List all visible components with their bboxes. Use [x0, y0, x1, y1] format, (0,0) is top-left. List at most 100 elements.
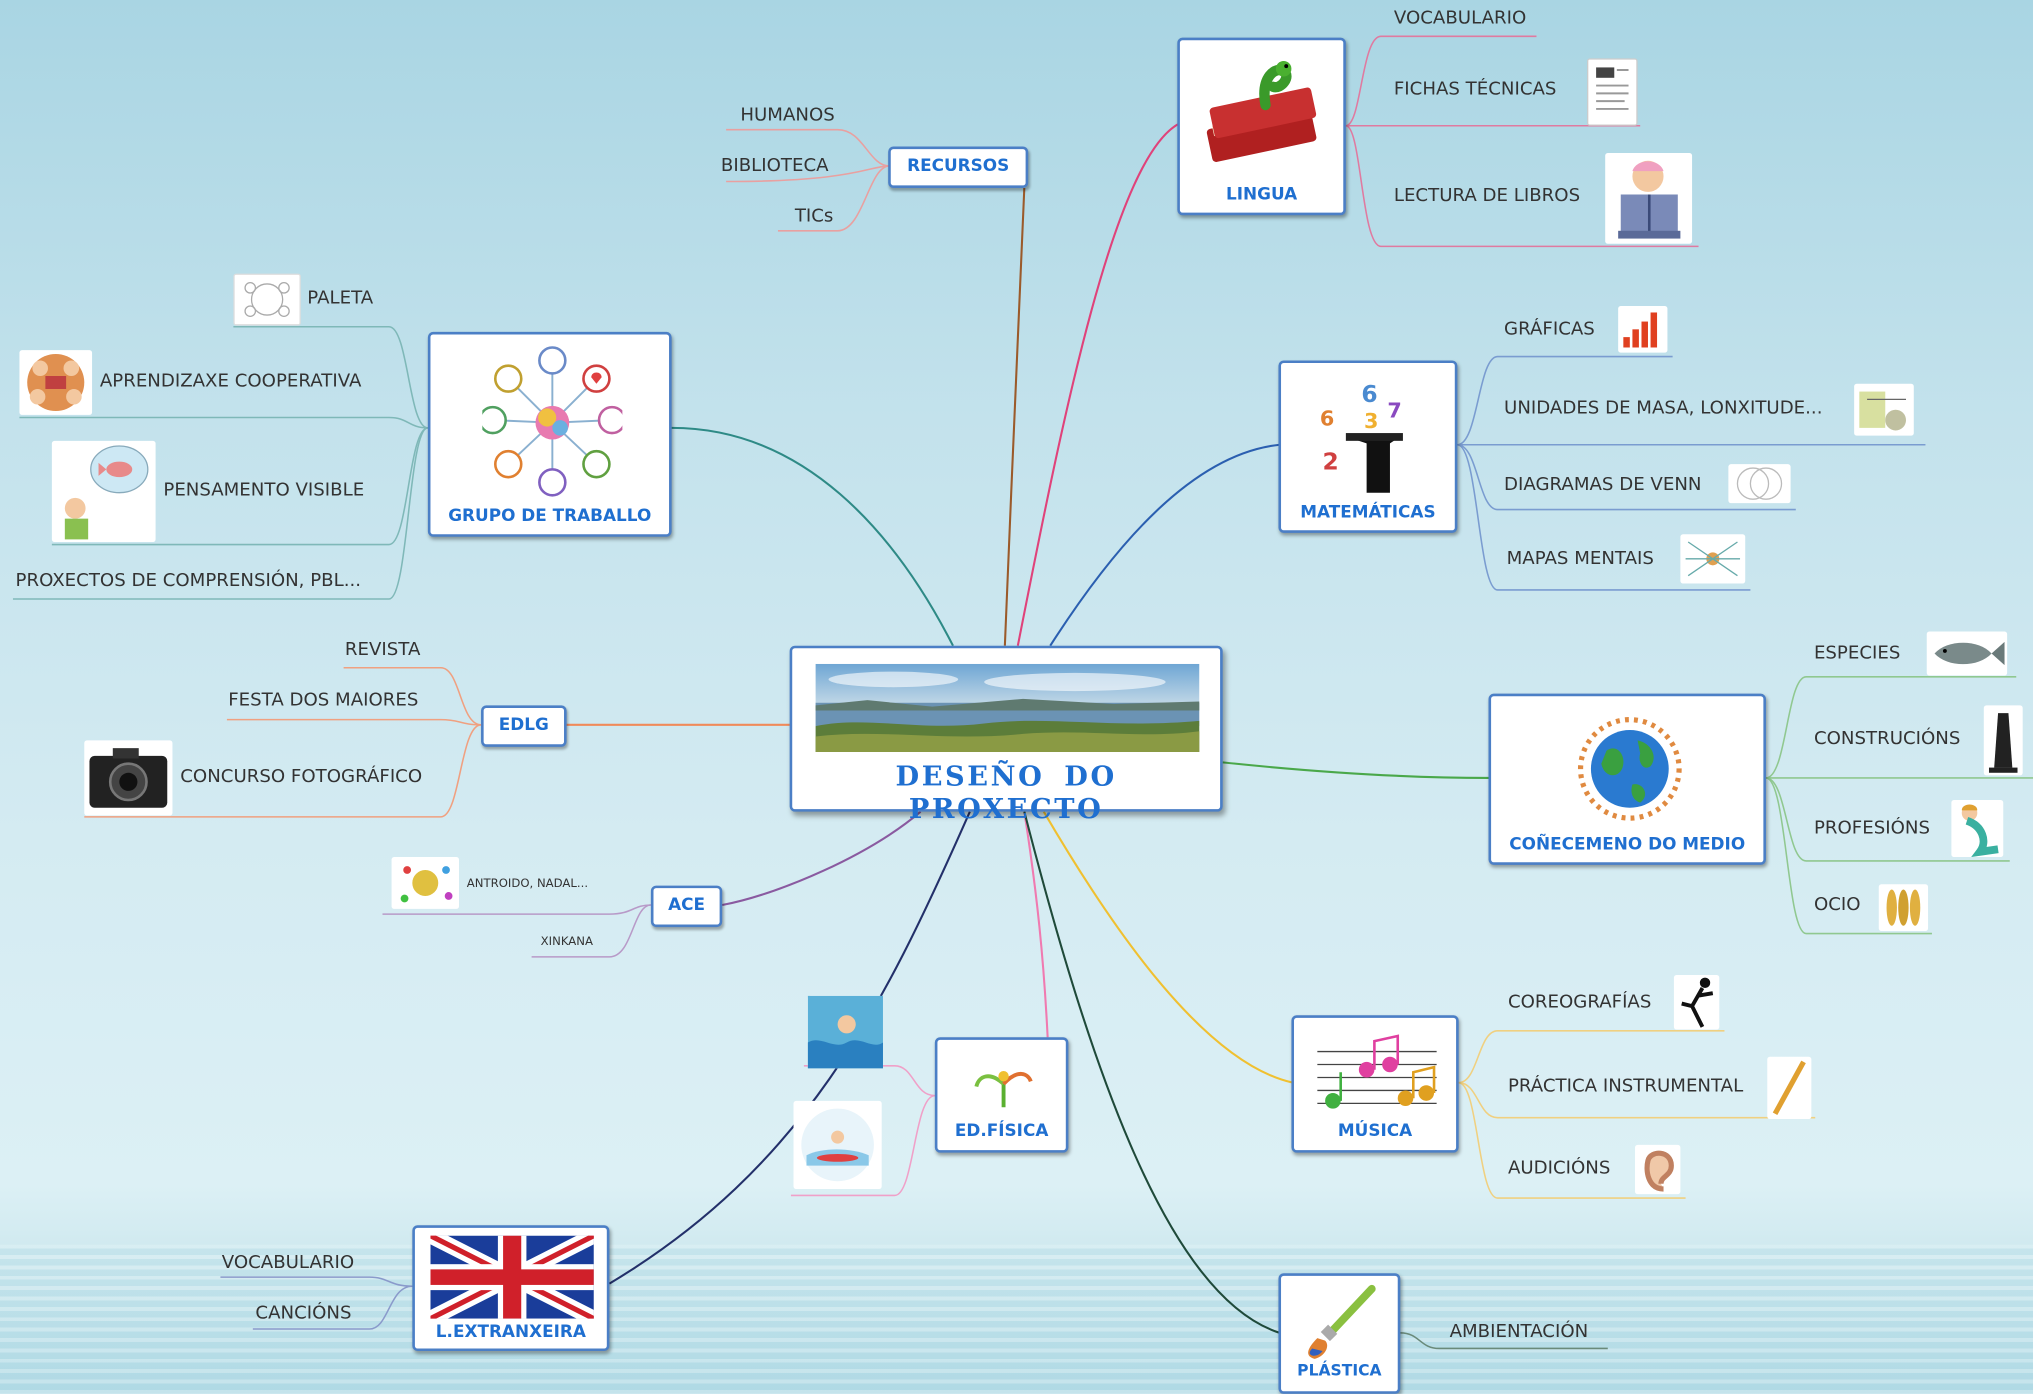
link-matematicas	[1049, 443, 1280, 647]
topic-lingua[interactable]: LINGUA	[1177, 37, 1346, 216]
topic-l-extranxeira-label: L.EXTRANXEIRA	[435, 1322, 586, 1342]
subtopic-festa-dos-maiores[interactable]: FESTA DOS MAIORES	[228, 689, 419, 711]
subtopic-revista[interactable]: REVISTA	[344, 639, 421, 660]
sprout-icon	[974, 1070, 1033, 1108]
book-worm-icon	[1206, 60, 1317, 162]
subtopic-xinkana[interactable]: XINKANA	[540, 936, 593, 950]
svg-text:6: 6	[1320, 406, 1334, 430]
topic-recursos[interactable]: RECURSOS	[888, 146, 1029, 189]
topic-matematicas[interactable]: 6 6 7 3 2 MATEMÁTICAS	[1278, 360, 1458, 533]
topic-grupo-de-traballo[interactable]: GRUPO DE TRABALLO	[427, 331, 672, 537]
topic-edlg-label: EDLG	[498, 715, 549, 736]
central-topic-title: DESEÑO DO PROXECTO	[895, 759, 1117, 825]
subtopic-pensamento-visible[interactable]: PENSAMENTO VISIBLE	[163, 479, 365, 501]
topic-plastica-label: PLÁSTICA	[1297, 1361, 1382, 1380]
globe-icon	[1577, 717, 1682, 821]
subtopic-cancions[interactable]: CANCIÓNS	[255, 1303, 352, 1324]
link-grupo	[671, 426, 954, 647]
carnival-icon	[391, 857, 459, 909]
topic-ace-label: ACE	[668, 895, 706, 916]
subtopic-aprendizaxe-cooperativa[interactable]: APRENDIZAXE COOPERATIVA	[99, 370, 362, 392]
corn-icon	[1878, 884, 1929, 931]
topic-musica-label: MÚSICA	[1337, 1121, 1413, 1142]
paintbrush-icon	[1308, 1284, 1376, 1359]
topic-medio-label: COÑECEMENO DO MEDIO	[1509, 835, 1746, 855]
topic-l-extranxeira[interactable]: L.EXTRANXEIRA	[412, 1225, 610, 1352]
svg-text:7: 7	[1387, 399, 1401, 423]
camera-icon	[84, 740, 173, 816]
topic-musica[interactable]: MÚSICA	[1291, 1015, 1459, 1153]
subtopic-construcions[interactable]: CONSTRUCIÓNS	[1813, 728, 1961, 750]
subtopic-vocabulario[interactable]: VOCABULARIO	[1393, 7, 1527, 29]
subtopic-graficas[interactable]: GRÁFICAS	[1504, 318, 1595, 340]
bar-chart-icon	[1618, 305, 1668, 353]
reading-child-icon	[1605, 152, 1693, 244]
subtopic-unidades[interactable]: UNIDADES DE MASA, LONXITUDE...	[1504, 398, 1823, 419]
link-lextranxeira	[608, 811, 971, 1285]
subtopic-diagramas-de-venn[interactable]: DIAGRAMAS DE VENN	[1504, 474, 1702, 496]
link-medio	[1222, 761, 1489, 779]
mermaid-icon	[1951, 800, 2004, 858]
subtopic-paleta[interactable]: PALETA	[307, 287, 374, 309]
landscape-photo-icon	[815, 663, 1200, 753]
link-ace	[722, 810, 922, 907]
subtopic-concurso-fotografico[interactable]: CONCURSO FOTOGRÁFICO	[180, 766, 423, 788]
subtopic-ambientacion[interactable]: AMBIENTACIÓN	[1449, 1321, 1589, 1342]
topic-plastica[interactable]: PLÁSTICA	[1278, 1273, 1401, 1394]
uk-flag-icon	[430, 1235, 594, 1319]
link-plastica	[1023, 811, 1281, 1334]
topic-grupo-label: GRUPO DE TRABALLO	[448, 506, 652, 527]
brain-network-icon	[482, 346, 623, 497]
math-hat-icon: 6 6 7 3 2	[1320, 380, 1403, 493]
topic-ace[interactable]: ACE	[650, 885, 723, 928]
subtopic-coreografias[interactable]: COREOGRAFÍAS	[1507, 991, 1652, 1013]
team-icon	[19, 350, 93, 415]
tower-icon	[1983, 705, 2023, 776]
link-lingua	[1016, 122, 1181, 646]
subtopic-tics[interactable]: TICs	[794, 206, 834, 227]
mind-map-icon	[1680, 534, 1746, 584]
subtopic-profesions[interactable]: PROFESIÓNS	[1813, 818, 1930, 839]
music-notes-icon	[1317, 1034, 1437, 1109]
link-musica	[1042, 811, 1293, 1084]
svg-text:6: 6	[1361, 380, 1377, 408]
thinking-child-icon	[51, 440, 156, 542]
topic-edlg[interactable]: EDLG	[481, 705, 567, 747]
topic-matematicas-label: MATEMÁTICAS	[1300, 503, 1436, 523]
central-topic[interactable]: DESEÑO DO PROXECTO	[789, 645, 1223, 825]
subtopic-lectura-de-libros[interactable]: LECTURA DE LIBROS	[1393, 185, 1581, 207]
subtopic-especies[interactable]: ESPECIES	[1813, 643, 1901, 664]
document-icon	[1587, 58, 1638, 126]
swimmer-icon	[807, 995, 883, 1069]
svg-text:2: 2	[1323, 447, 1339, 475]
subtopic-biblioteca[interactable]: BIBLIOTECA	[720, 155, 829, 177]
topic-recursos-label: RECURSOS	[907, 156, 1010, 177]
link-recursos	[1003, 187, 1026, 646]
surfer-icon	[793, 1100, 882, 1189]
paleta-icon	[233, 273, 301, 326]
subtopic-proxectos-de-comprension[interactable]: PROXECTOS DE COMPRENSIÓN, PBL...	[15, 570, 362, 592]
topic-conecemento-do-medio[interactable]: COÑECEMENO DO MEDIO	[1488, 693, 1766, 865]
svg-text:3: 3	[1364, 409, 1378, 433]
topic-ed-fisica-label: ED.FÍSICA	[954, 1121, 1049, 1142]
fish-icon	[1926, 631, 2008, 676]
subtopic-fichas-tecnicas[interactable]: FICHAS TÉCNICAS	[1393, 79, 1557, 100]
subtopic-mapas-mentais[interactable]: MAPAS MENTAIS	[1506, 548, 1654, 570]
subtopic-le-vocabulario[interactable]: VOCABULARIO	[221, 1252, 355, 1274]
scale-icon	[1854, 383, 1914, 436]
venn-icon	[1728, 464, 1791, 504]
flute-icon	[1767, 1056, 1812, 1119]
ear-icon	[1635, 1144, 1681, 1195]
topic-ed-fisica[interactable]: ED.FÍSICA	[934, 1037, 1069, 1153]
subtopic-antroido-nadal[interactable]: ANTROIDO, NADAL...	[466, 877, 589, 891]
topic-lingua-label: LINGUA	[1225, 185, 1298, 205]
link-edfisica	[1023, 811, 1049, 1038]
dancer-icon	[1673, 975, 1720, 1030]
sea-background	[0, 1244, 2033, 1394]
subtopic-practica-instrumental[interactable]: PRÁCTICA INSTRUMENTAL	[1507, 1076, 1744, 1097]
subtopic-humanos[interactable]: HUMANOS	[740, 105, 835, 126]
subtopic-audicions[interactable]: AUDICIÓNS	[1507, 1157, 1611, 1179]
subtopic-ocio[interactable]: OCIO	[1813, 894, 1861, 916]
